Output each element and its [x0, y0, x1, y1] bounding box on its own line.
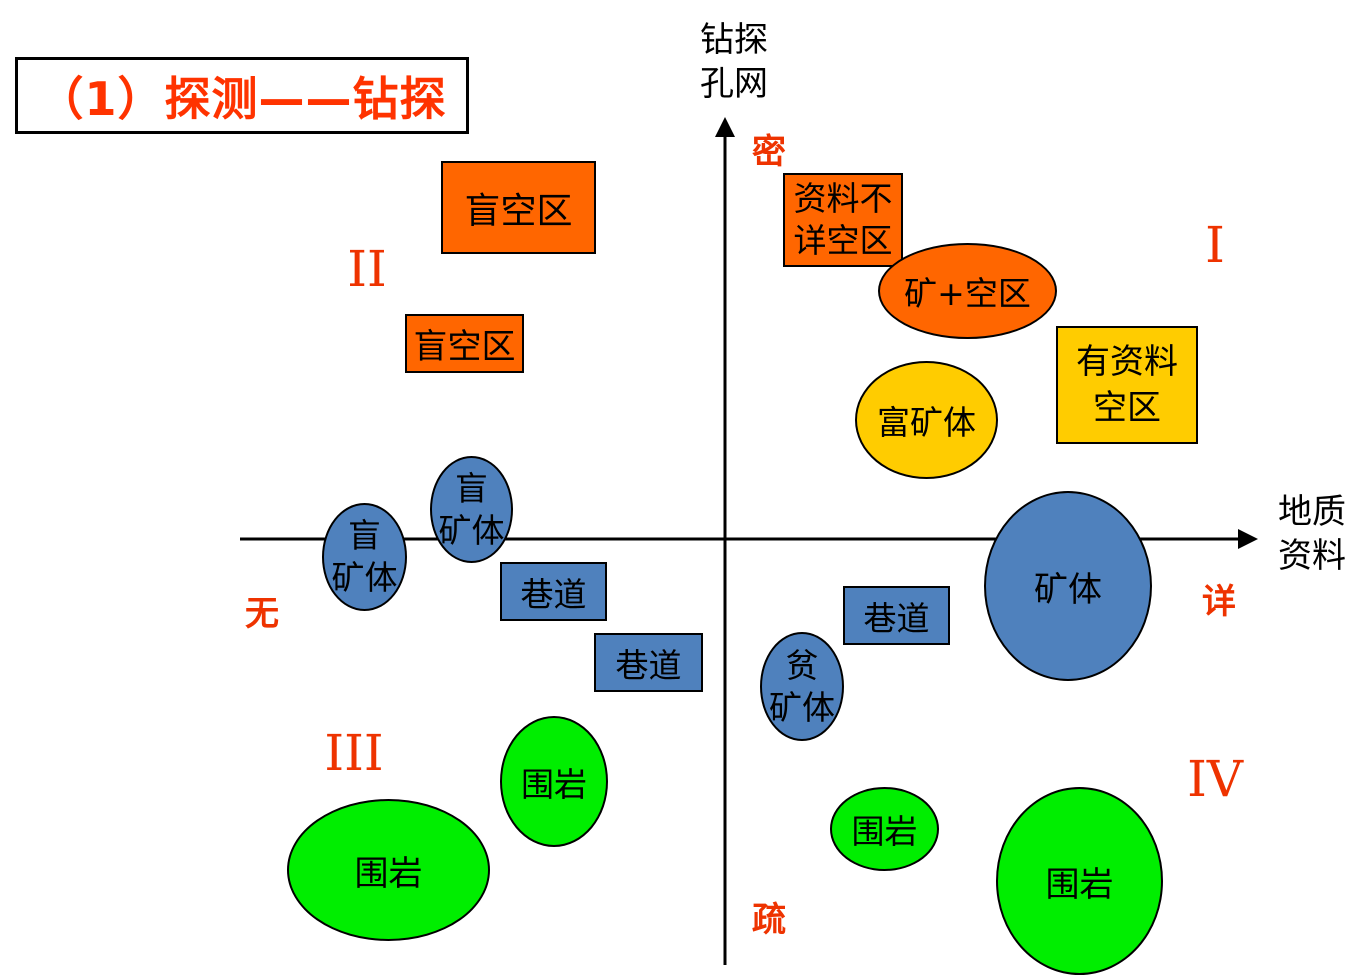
poor-orebody-ellipse: 贫 矿体	[760, 632, 844, 741]
quadrant-2-label: II	[347, 240, 387, 298]
y-axis-bottom-label: 疏	[752, 900, 786, 940]
blind-void-box: 盲空区	[441, 161, 596, 254]
tunnel-box: 巷道	[594, 633, 703, 692]
wall-rock-ellipse: 围岩	[287, 799, 490, 941]
wall-rock-ellipse: 围岩	[500, 716, 608, 847]
x-axis-arrow-icon	[1238, 529, 1258, 549]
y-axis-label: 钻探 孔网	[700, 20, 768, 104]
ore-plus-void-ellipse: 矿+空区	[878, 243, 1057, 339]
wall-rock-ellipse: 围岩	[830, 787, 939, 871]
wall-rock-ellipse: 围岩	[996, 787, 1163, 975]
blind-void-box: 盲空区	[405, 314, 524, 373]
quadrant-3-label: III	[324, 724, 384, 782]
y-axis-top-label: 密	[752, 132, 786, 172]
blind-orebody-ellipse: 盲 矿体	[322, 503, 407, 611]
rich-orebody-ellipse: 富矿体	[855, 361, 998, 479]
x-axis-left-label: 无	[245, 594, 279, 634]
blind-orebody-ellipse: 盲 矿体	[430, 456, 513, 563]
page-title: （1）探测——钻探	[15, 57, 469, 134]
orebody-ellipse: 矿体	[984, 491, 1152, 681]
tunnel-box: 巷道	[843, 586, 950, 645]
tunnel-box: 巷道	[500, 562, 607, 621]
quadrant-4-label: IV	[1187, 750, 1243, 808]
y-axis-arrow-icon	[715, 117, 735, 137]
quadrant-1-label: I	[1205, 216, 1225, 274]
x-axis-label: 地质 资料	[1278, 492, 1346, 576]
unclear-data-void-box: 资料不 详空区	[783, 173, 903, 267]
x-axis-right-label: 详	[1202, 582, 1236, 622]
data-void-box: 有资料 空区	[1056, 326, 1198, 444]
